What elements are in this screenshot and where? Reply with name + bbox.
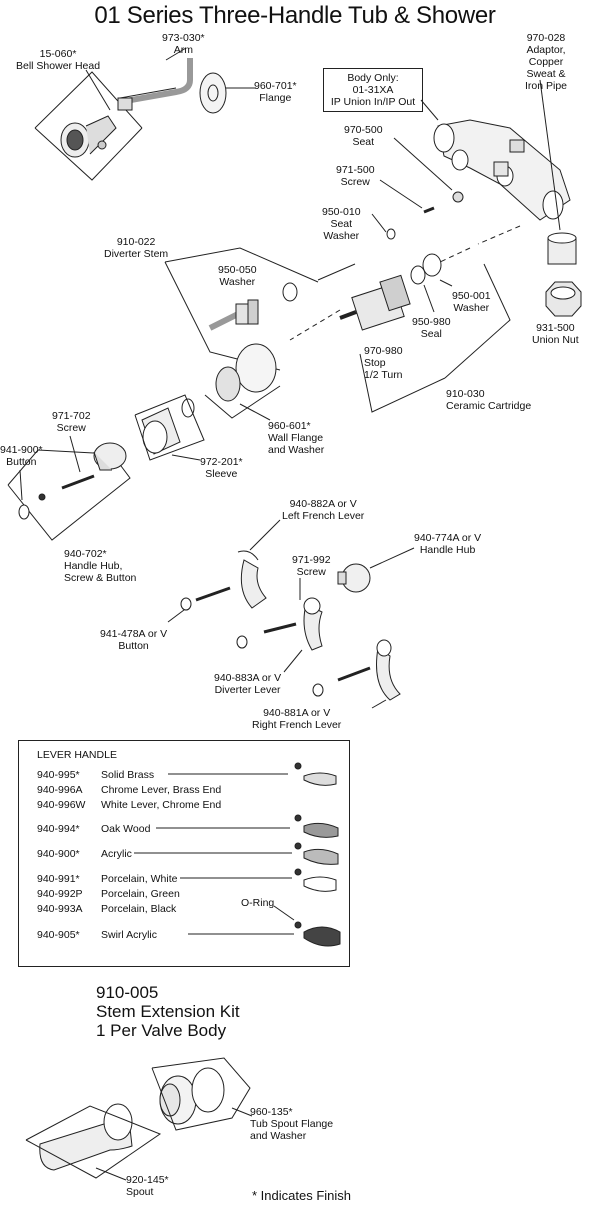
hub-screw-icon <box>61 474 95 490</box>
label-screw-971-702: 971-702 Screw <box>52 410 91 434</box>
lever-code: 940-996W <box>37 799 86 811</box>
diverter-lever-icon <box>303 597 323 651</box>
wall-flange-icon <box>215 343 277 402</box>
spout-flange-icon <box>159 1067 225 1125</box>
lever-handle-heading: LEVER HANDLE <box>37 749 117 761</box>
label-handle-hub-kit: 940-702* Handle Hub, Screw & Button <box>64 548 137 584</box>
label-seat-washer: 950-010 Seat Washer <box>322 206 361 242</box>
handle-hub-ball-icon <box>337 563 371 593</box>
lever-desc: Porcelain, Black <box>101 903 177 915</box>
porcelain-handle-icon <box>294 868 337 892</box>
label-flange: 960-701* Flange <box>254 80 297 104</box>
label-body-only: Body Only: 01-31XA IP Union In/IP Out <box>330 72 416 108</box>
lever-code: 940-993A <box>37 903 83 915</box>
label-union-nut: 931-500 Union Nut <box>532 322 579 346</box>
label-arm: 973-030* Arm <box>162 32 205 56</box>
lever-code: 940-995* <box>37 769 80 781</box>
oak-wood-handle-icon <box>294 814 339 838</box>
flange-icon <box>199 72 227 114</box>
button-icon <box>18 504 30 520</box>
label-seal: 950-980 Seal <box>412 316 451 340</box>
label-spout-flange: 960-135* Tub Spout Flange and Washer <box>250 1106 334 1142</box>
o-ring-label: O-Ring <box>241 897 275 909</box>
label-bell-shower-head: 15-060* Bell Shower Head <box>16 48 101 72</box>
diverter-stem-icon <box>208 299 259 331</box>
lever-desc: Solid Brass <box>101 769 155 781</box>
lever-desc: Porcelain, White <box>101 873 178 885</box>
label-stop: 970-980 Stop 1/2 Turn <box>364 345 403 381</box>
adaptor-icon <box>547 232 577 265</box>
lever-desc: Acrylic <box>101 848 132 860</box>
lever-desc: Oak Wood <box>101 823 151 835</box>
label-left-french-lever: 940-882A or V Left French Lever <box>282 498 365 522</box>
sleeve-washer-icon <box>181 398 195 418</box>
lever-handle-panel: LEVER HANDLE 940-995* Solid Brass 940-99… <box>18 740 350 967</box>
lever-desc: Swirl Acrylic <box>101 929 158 941</box>
lever-code: 940-991* <box>37 873 80 885</box>
lever-code: 940-992P <box>37 888 83 900</box>
label-wall-flange: 960-601* Wall Flange and Washer <box>268 420 325 456</box>
label-washer-950-001: 950-001 Washer <box>452 290 491 314</box>
valve-body-icon <box>433 119 571 221</box>
spout-icon <box>39 1103 133 1171</box>
label-button-941-478: 941-478A or V Button <box>100 628 168 652</box>
lever-button-icon <box>180 597 192 611</box>
label-diverter-stem: 910-022 Diverter Stem <box>104 236 169 260</box>
swirl-acrylic-handle-icon <box>294 921 341 947</box>
left-french-lever-icon <box>237 550 267 609</box>
label-diverter-lever: 940-883A or V Diverter Lever <box>214 672 282 696</box>
sleeve-icon <box>141 407 181 455</box>
kit-title: Stem Extension Kit <box>96 1002 240 1021</box>
label-handle-hub: 940-774A or V Handle Hub <box>414 532 482 556</box>
handle-hub-icon <box>93 442 127 471</box>
label-right-french-lever: 940-881A or V Right French Lever <box>252 707 342 731</box>
lever-code: 940-900* <box>37 848 80 860</box>
washer-950-001-icon <box>422 253 442 277</box>
label-screw-971-500: 971-500 Screw <box>336 164 375 188</box>
seal-icon <box>410 265 426 285</box>
lever-desc: White Lever, Chrome End <box>101 799 222 811</box>
label-spout: 920-145* Spout <box>126 1174 169 1198</box>
solid-brass-handle-icon <box>294 762 337 786</box>
right-french-lever-icon <box>376 639 401 701</box>
seat-icon <box>452 191 464 203</box>
label-seat: 970-500 Seat <box>344 124 383 148</box>
ceramic-cartridge-icon <box>339 274 411 331</box>
shower-arm-icon <box>117 58 193 111</box>
finish-note: * Indicates Finish <box>252 1188 351 1203</box>
lever-code: 940-996A <box>37 784 83 796</box>
label-button-941-900: 941-900* Button <box>0 444 43 468</box>
acrylic-handle-icon <box>294 842 339 865</box>
screw-icon <box>423 206 435 214</box>
kit-code: 910-005 <box>96 983 159 1002</box>
label-ceramic-cartridge: 910-030 Ceramic Cartridge <box>446 388 532 412</box>
label-screw-971-992: 971-992 Screw <box>292 554 331 578</box>
lever-code: 940-905* <box>37 929 80 941</box>
kit-subtitle: 1 Per Valve Body <box>96 1021 227 1040</box>
washer-950-050-icon <box>282 282 298 302</box>
label-sleeve: 972-201* Sleeve <box>200 456 243 480</box>
lever-desc: Chrome Lever, Brass End <box>101 784 222 796</box>
label-washer-950-050: 950-050 Washer <box>218 264 257 288</box>
page-title: 01 Series Three-Handle Tub & Shower <box>94 2 496 29</box>
lever-screw-icon <box>195 586 231 602</box>
union-nut-icon <box>545 281 582 317</box>
lever-code: 940-994* <box>37 823 80 835</box>
seat-washer-icon <box>386 228 396 240</box>
label-adaptor: 970-028 Adaptor, Copper Sweat & Iron Pip… <box>524 32 568 92</box>
bell-shower-head-icon <box>60 115 117 158</box>
body-only-box <box>323 68 423 112</box>
lever-desc: Porcelain, Green <box>101 888 180 900</box>
